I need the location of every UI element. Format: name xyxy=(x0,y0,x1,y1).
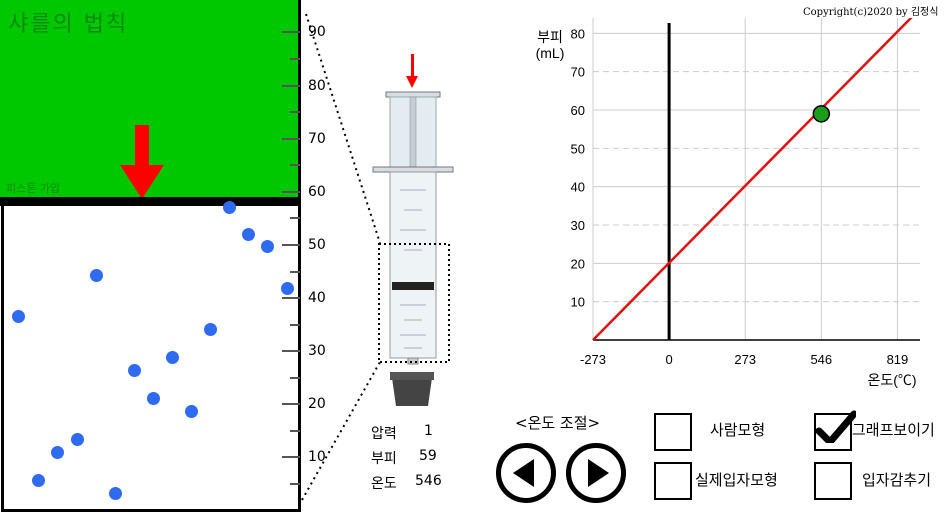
left-arrow-icon xyxy=(513,459,534,487)
particle xyxy=(147,392,160,405)
volume-value: 59 xyxy=(419,448,437,464)
piston-plate xyxy=(0,197,298,206)
temperature-label: 온도 xyxy=(371,476,397,492)
pressure-value: 1 xyxy=(424,423,433,439)
particle xyxy=(109,487,122,500)
copyright-text: Copyright(c)2020 by 김정식 xyxy=(803,7,939,18)
piston-arrow-icon xyxy=(120,125,164,199)
particle xyxy=(12,310,25,323)
human-model-label: 사람모형 xyxy=(710,421,766,439)
particle xyxy=(223,201,236,214)
chart-y-tick-label: 70 xyxy=(571,65,585,80)
ruler-ticks xyxy=(282,31,300,485)
ruler-label: 90 xyxy=(308,24,326,40)
chart-y-axis-label: 부피 xyxy=(537,29,563,45)
hide-particles-checkbox[interactable] xyxy=(814,462,852,500)
ruler-label: 10 xyxy=(308,449,326,465)
chart-y-tick-label: 60 xyxy=(571,103,585,118)
hide-particles-label: 입자감추기 xyxy=(862,471,932,489)
particle xyxy=(51,446,64,459)
chart-x-axis-label: 온도(℃) xyxy=(867,372,916,388)
volume-label: 부피 xyxy=(371,451,397,467)
chart-y-tick-label: 50 xyxy=(571,141,585,156)
show-graph-checkbox[interactable] xyxy=(814,410,856,451)
chart-y-tick-label: 30 xyxy=(571,218,585,233)
chart-y-axis-label: (mL) xyxy=(536,45,565,61)
temperature-control-title: <온도 조절> xyxy=(515,414,601,432)
pressure-label: 압력 xyxy=(371,426,397,442)
zoom-guide-lines xyxy=(301,13,381,501)
particle xyxy=(71,433,84,446)
chart-y-tick-label: 40 xyxy=(571,180,585,195)
right-arrow-icon xyxy=(588,459,609,487)
ruler-label: 40 xyxy=(308,290,326,306)
particle xyxy=(185,405,198,418)
gas-chamber xyxy=(1,201,301,512)
chart-x-tick-label: 0 xyxy=(665,352,672,367)
ruler-label: 20 xyxy=(308,396,326,412)
piston-sub-label: 피스톤 가압 xyxy=(6,182,61,195)
chart-x-tick-label: -273 xyxy=(580,352,606,367)
decrease-temperature-button[interactable] xyxy=(496,443,556,503)
ruler-label: 30 xyxy=(308,343,326,359)
ruler-label: 80 xyxy=(308,78,326,94)
chart-y-tick-label: 80 xyxy=(571,26,585,41)
show-graph-label: 그래프보이기 xyxy=(852,421,935,439)
ruler-label: 60 xyxy=(308,184,326,200)
temperature-value: 546 xyxy=(415,473,442,489)
particle xyxy=(128,364,141,377)
particle xyxy=(90,269,103,282)
ruler-label: 70 xyxy=(308,131,326,147)
volume-ruler xyxy=(298,0,301,510)
particle xyxy=(261,240,274,253)
chart-x-tick-label: 273 xyxy=(734,352,756,367)
chart-x-tick-label: 819 xyxy=(887,352,909,367)
ruler-label: 50 xyxy=(308,237,326,253)
increase-temperature-button[interactable] xyxy=(566,443,626,503)
particle xyxy=(281,282,294,295)
checkmark-icon xyxy=(816,410,856,443)
chart-y-tick-label: 10 xyxy=(571,295,585,310)
syringe-icon xyxy=(372,54,454,406)
charles-law-graph: 10 20 30 40 50 60 70 80 -273 0 273 546 819 부피(mL) 온도(℃… xyxy=(536,18,920,388)
particle xyxy=(242,228,255,241)
real-particle-model-label: 실제입자모형 xyxy=(695,471,778,489)
particle xyxy=(204,323,217,336)
real-particle-model-checkbox[interactable] xyxy=(654,462,692,500)
chart-x-tick-label: 546 xyxy=(810,352,832,367)
chart-current-point xyxy=(812,105,831,123)
particle xyxy=(166,351,179,364)
chart-series-line xyxy=(592,18,913,341)
chart-y-tick-label: 20 xyxy=(571,256,585,271)
particle xyxy=(32,474,45,487)
human-model-checkbox[interactable] xyxy=(654,413,692,451)
simulation-title: 샤를의 법칙 xyxy=(8,12,129,37)
